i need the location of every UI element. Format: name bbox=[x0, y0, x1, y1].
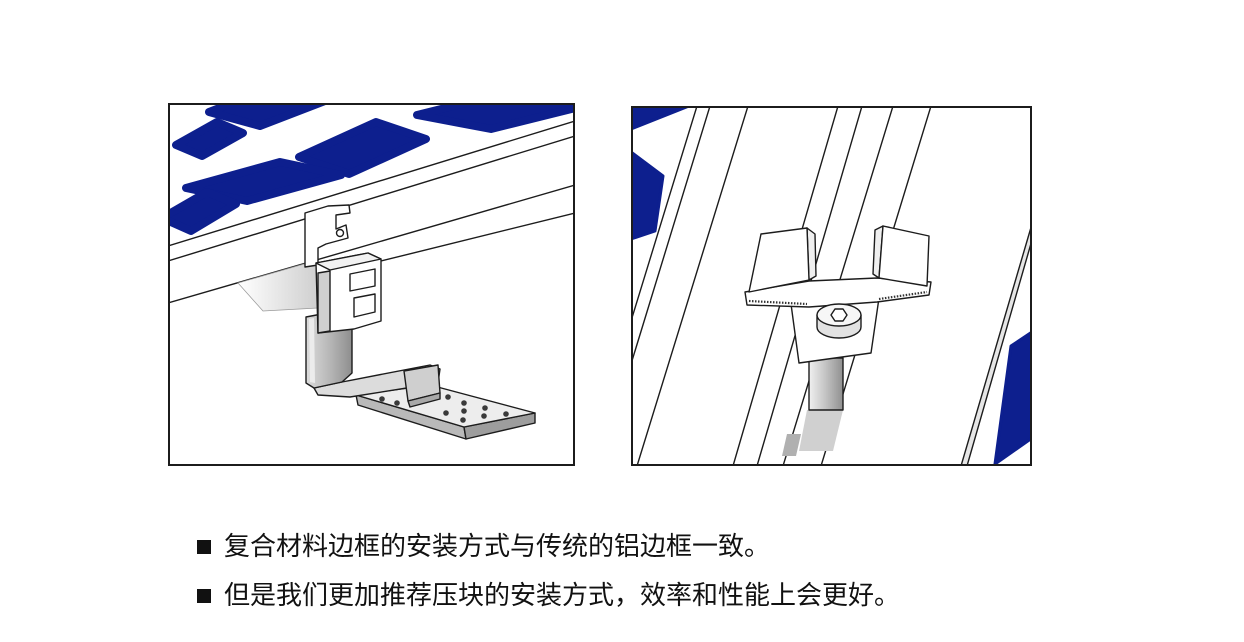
mounting-hole bbox=[443, 410, 449, 416]
panel-glass-edge-line bbox=[168, 120, 575, 247]
bullet-square-icon bbox=[197, 539, 211, 554]
solar-cell bbox=[413, 103, 575, 133]
hook-arm-drop-edge bbox=[407, 392, 441, 408]
solar-cell bbox=[631, 106, 691, 131]
mid-clamp-illustration bbox=[631, 106, 1032, 466]
solar-cell bbox=[295, 118, 430, 178]
mid-clamp-flange bbox=[744, 277, 932, 308]
mounting-hole bbox=[503, 411, 509, 417]
mid-clamp-wing-right bbox=[878, 225, 930, 287]
roof-hook-illustration bbox=[168, 103, 575, 466]
bullet-item: 但是我们更加推荐压块的安装方式，效率和性能上会更好。 bbox=[197, 571, 900, 620]
solar-cell bbox=[993, 330, 1032, 466]
bullet-list: 复合材料边框的安装方式与传统的铝边框一致。 但是我们更加推荐压块的安装方式，效率… bbox=[197, 522, 900, 620]
hex-socket-icon bbox=[830, 308, 848, 322]
mounting-hole bbox=[461, 408, 467, 414]
roof-hook-figure bbox=[168, 103, 575, 466]
figure-border bbox=[168, 103, 575, 466]
rail-side-face bbox=[317, 270, 331, 334]
panel-frame-flange-line bbox=[380, 212, 575, 262]
panel-frame-top-line bbox=[168, 135, 575, 262]
panel-frame-line bbox=[631, 106, 711, 365]
mid-clamp-wing-left bbox=[748, 227, 810, 293]
solar-cell bbox=[205, 103, 331, 130]
mounting-hole bbox=[394, 400, 400, 406]
bullet-item: 复合材料边框的安装方式与传统的铝边框一致。 bbox=[197, 522, 900, 571]
rail-window bbox=[349, 268, 376, 292]
figure-border bbox=[631, 106, 1032, 466]
mounting-hole bbox=[445, 394, 451, 400]
mounting-hole bbox=[481, 413, 487, 419]
panel-frame-line bbox=[960, 223, 1032, 466]
bullet-text: 复合材料边框的安装方式与传统的铝边框一致。 bbox=[224, 531, 771, 562]
panel-frame-line bbox=[636, 106, 749, 466]
clamp-bolt-shank bbox=[808, 357, 844, 411]
mid-clamp-figure bbox=[631, 106, 1032, 466]
clamp-bolt bbox=[335, 228, 345, 238]
mounting-hole bbox=[482, 405, 488, 411]
panel-frame-line bbox=[966, 239, 1032, 466]
rail-channel-slot bbox=[782, 434, 801, 456]
mid-clamp-serration bbox=[748, 290, 928, 306]
rail-top-face bbox=[315, 252, 382, 271]
mounting-holes bbox=[379, 394, 509, 423]
solar-cell bbox=[168, 188, 240, 235]
bullet-square-icon bbox=[197, 588, 211, 603]
mounting-hole bbox=[460, 417, 466, 423]
solar-cell bbox=[172, 118, 247, 160]
rail-channel-slot bbox=[799, 410, 843, 451]
solar-cell bbox=[631, 150, 665, 241]
panel-frame-line bbox=[631, 106, 698, 322]
mounting-hole bbox=[379, 396, 385, 402]
rail-window bbox=[353, 293, 376, 318]
panel-frame-bottom-line bbox=[168, 184, 575, 304]
hook-plate-highlight bbox=[309, 318, 315, 383]
mounting-hole bbox=[461, 400, 467, 406]
bullet-text: 但是我们更加推荐压块的安装方式，效率和性能上会更好。 bbox=[224, 580, 901, 611]
